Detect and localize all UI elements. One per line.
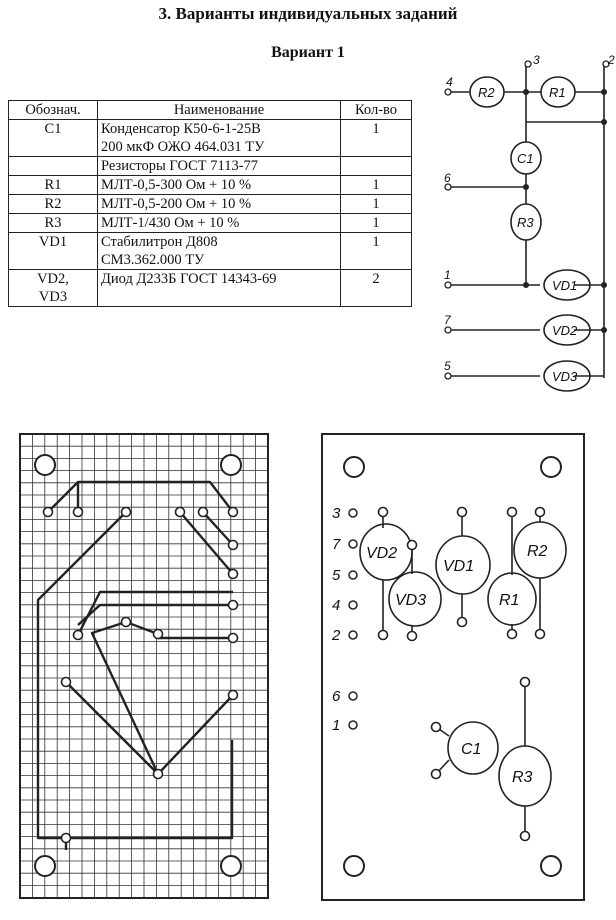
terminal-3: 3 xyxy=(533,53,540,67)
board-label-vd3: VD3 xyxy=(395,592,426,609)
cell-qty: 1 xyxy=(340,232,412,270)
schematic-vd1 xyxy=(543,269,591,301)
terminal-1: 1 xyxy=(444,268,451,282)
terminal-4: 4 xyxy=(446,75,453,89)
board-r2 xyxy=(513,521,567,579)
cell-name-line: СМ3.362.000 ТУ xyxy=(101,252,205,268)
board-vd3 xyxy=(388,571,442,627)
schematic-label-vd1: VD1 xyxy=(552,278,577,293)
board-pin-4: 4 xyxy=(332,597,340,614)
schematic-label-vd2: VD2 xyxy=(552,323,578,338)
terminal-5: 5 xyxy=(444,359,451,373)
cell-name-line: МЛТ-0,5-200 Ом + 10 % xyxy=(101,196,252,212)
board-pin-3: 3 xyxy=(332,505,341,522)
schematic-label-r3: R3 xyxy=(517,215,534,230)
cell-name-line: МЛТ-1/430 Ом + 10 % xyxy=(101,215,240,231)
schematic-r3 xyxy=(510,203,542,241)
variant-title: Вариант 1 xyxy=(271,44,345,61)
schematic-label-vd3: VD3 xyxy=(552,369,578,384)
terminal-6: 6 xyxy=(444,171,451,185)
cell-name: Конденсатор К50-6-1-25В 200 мкФ ОЖО 464.0… xyxy=(97,119,341,157)
schematic-label-r1: R1 xyxy=(549,85,566,100)
cell-name-line: Резисторы ГОСТ 7113-77 xyxy=(101,158,259,174)
cell-name: МЛТ-0,5-300 Ом + 10 % xyxy=(97,175,341,195)
cell-name-line: Стабилитрон Д808 xyxy=(101,234,218,250)
board-label-vd2: VD2 xyxy=(366,545,397,562)
cell-name-line: 200 мкФ ОЖО 464.031 ТУ xyxy=(101,139,265,155)
board-label-c1: C1 xyxy=(461,741,481,758)
schematic-r1 xyxy=(540,76,576,108)
board-c1 xyxy=(447,721,499,775)
board-pin-6: 6 xyxy=(332,688,341,705)
board-label-r3: R3 xyxy=(512,769,533,786)
cell-name: Диод Д233Б ГОСТ 14343-69 xyxy=(97,269,341,307)
table-row: Резисторы ГОСТ 7113-77 xyxy=(8,156,412,176)
schematic-label-c1: C1 xyxy=(517,151,534,166)
cell-designation: VD1 xyxy=(8,232,98,270)
cell-qty: 2 xyxy=(340,269,412,307)
schematic-c1 xyxy=(510,141,542,175)
terminal-7: 7 xyxy=(444,313,452,327)
board-pin-7: 7 xyxy=(332,536,341,553)
section-title: 3. Варианты индивидуальных заданий xyxy=(158,4,458,23)
board-r1 xyxy=(487,572,537,626)
cell-name-line: МЛТ-0,5-300 Ом + 10 % xyxy=(101,177,252,193)
board-pin-5: 5 xyxy=(332,567,341,584)
board-label-r2: R2 xyxy=(527,543,548,560)
cell-name-line: Конденсатор К50-6-1-25В xyxy=(101,121,261,137)
schematic-r2 xyxy=(469,76,505,108)
board-label-vd1: VD1 xyxy=(443,558,474,575)
board-vd2 xyxy=(359,523,413,581)
board-r3 xyxy=(498,745,552,807)
cell-qty: 1 xyxy=(340,119,412,157)
board-pin-2: 2 xyxy=(331,627,341,644)
terminal-2: 2 xyxy=(607,53,615,67)
board-vd1 xyxy=(435,535,491,595)
board-label-r1: R1 xyxy=(499,592,519,609)
schematic-vd3 xyxy=(543,360,591,392)
schematic-vd2 xyxy=(543,314,591,346)
board-pin-1: 1 xyxy=(332,717,340,734)
schematic-label-r2: R2 xyxy=(478,85,495,100)
cell-name-line: Диод Д233Б ГОСТ 14343-69 xyxy=(101,271,277,287)
